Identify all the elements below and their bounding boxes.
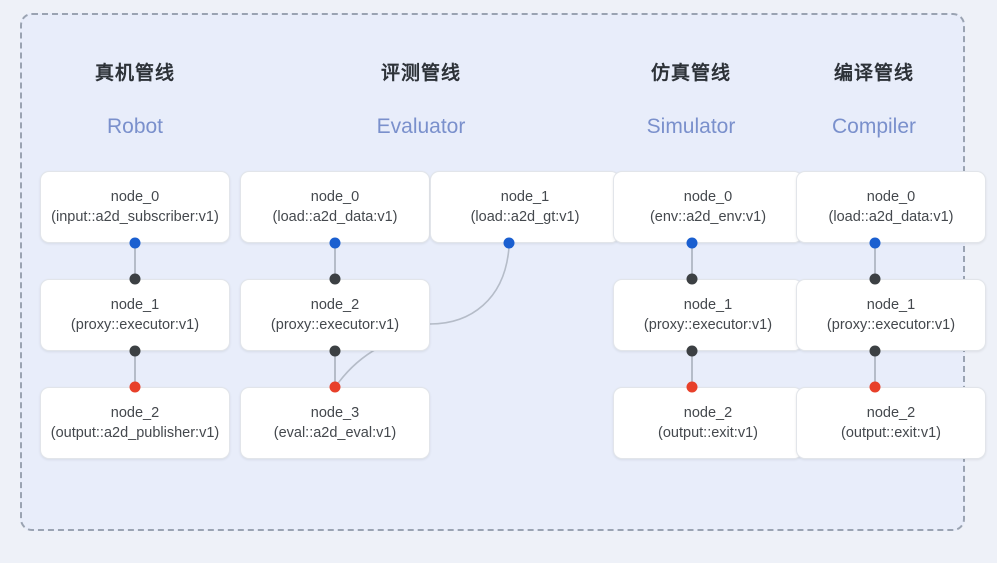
node-spec: (env::a2d_env:v1) [649, 208, 767, 225]
edge-segment [691, 351, 693, 387]
node-box[interactable]: node_1(load::a2d_gt:v1) [430, 171, 620, 243]
node-name: node_2 [310, 296, 360, 313]
column-subtitle: Compiler [831, 115, 917, 138]
output-port-dot[interactable] [129, 237, 141, 249]
link-port-dot[interactable] [869, 345, 881, 357]
node-box[interactable]: node_2(output::exit:v1) [796, 387, 986, 459]
terminal-port-dot[interactable] [686, 381, 698, 393]
node-box[interactable]: node_1(proxy::executor:v1) [613, 279, 803, 351]
node-name: node_1 [866, 296, 916, 313]
terminal-port-dot[interactable] [869, 381, 881, 393]
node-spec: (proxy::executor:v1) [643, 316, 773, 333]
link-port-dot[interactable] [869, 273, 881, 285]
link-port-dot[interactable] [129, 273, 141, 285]
node-name: node_0 [866, 188, 916, 205]
node-spec: (output::exit:v1) [841, 424, 941, 441]
node-name: node_2 [866, 404, 916, 421]
node-name: node_1 [683, 296, 733, 313]
output-port-dot[interactable] [869, 237, 881, 249]
link-port-dot[interactable] [686, 345, 698, 357]
edge-segment [874, 243, 876, 279]
node-name: node_2 [683, 404, 733, 421]
column-header-compiler: 编译管线 Compiler [759, 58, 989, 139]
node-spec: (proxy::executor:v1) [270, 316, 400, 333]
column-subtitle: Robot [106, 115, 164, 138]
node-spec: (input::a2d_subscriber:v1) [51, 208, 219, 225]
column-header-evaluator: 评测管线 Evaluator [306, 58, 536, 139]
column-header-robot: 真机管线 Robot [20, 58, 250, 139]
edge-segment [874, 351, 876, 387]
node-box[interactable]: node_0(env::a2d_env:v1) [613, 171, 803, 243]
node-name: node_0 [110, 188, 160, 205]
column-header-simulator: 仿真管线 Simulator [576, 58, 806, 139]
node-spec: (load::a2d_gt:v1) [470, 208, 580, 225]
node-name: node_1 [110, 296, 160, 313]
node-spec: (output::a2d_publisher:v1) [50, 424, 220, 441]
column-subtitle: Simulator [646, 115, 736, 138]
node-name: node_2 [110, 404, 160, 421]
output-port-dot[interactable] [686, 237, 698, 249]
edge-segment [334, 351, 336, 387]
edge-segment [134, 243, 136, 279]
column-title: 编译管线 [833, 63, 914, 84]
terminal-port-dot[interactable] [329, 381, 341, 393]
output-port-dot[interactable] [329, 237, 341, 249]
node-box[interactable]: node_2(proxy::executor:v1) [240, 279, 430, 351]
node-spec: (eval::a2d_eval:v1) [273, 424, 397, 441]
node-spec: (proxy::executor:v1) [70, 316, 200, 333]
column-title: 评测管线 [380, 63, 461, 84]
link-port-dot[interactable] [329, 273, 341, 285]
edge-segment [334, 243, 336, 279]
node-name: node_3 [310, 404, 360, 421]
terminal-port-dot[interactable] [129, 381, 141, 393]
column-title: 真机管线 [94, 63, 175, 84]
node-box[interactable]: node_3(eval::a2d_eval:v1) [240, 387, 430, 459]
edge-segment [691, 243, 693, 279]
node-box[interactable]: node_2(output::exit:v1) [613, 387, 803, 459]
node-name: node_0 [683, 188, 733, 205]
node-spec: (load::a2d_data:v1) [828, 208, 954, 225]
node-spec: (load::a2d_data:v1) [272, 208, 398, 225]
node-box[interactable]: node_0(input::a2d_subscriber:v1) [40, 171, 230, 243]
output-port-dot[interactable] [503, 237, 515, 249]
node-box[interactable]: node_2(output::a2d_publisher:v1) [40, 387, 230, 459]
link-port-dot[interactable] [129, 345, 141, 357]
node-spec: (proxy::executor:v1) [826, 316, 956, 333]
node-name: node_0 [310, 188, 360, 205]
link-port-dot[interactable] [686, 273, 698, 285]
node-spec: (output::exit:v1) [658, 424, 758, 441]
column-title: 仿真管线 [650, 63, 731, 84]
column-subtitle: Evaluator [376, 115, 466, 138]
link-port-dot[interactable] [329, 345, 341, 357]
node-box[interactable]: node_1(proxy::executor:v1) [796, 279, 986, 351]
node-name: node_1 [500, 188, 550, 205]
edge-segment [134, 351, 136, 387]
node-box[interactable]: node_0(load::a2d_data:v1) [796, 171, 986, 243]
node-box[interactable]: node_1(proxy::executor:v1) [40, 279, 230, 351]
node-box[interactable]: node_0(load::a2d_data:v1) [240, 171, 430, 243]
